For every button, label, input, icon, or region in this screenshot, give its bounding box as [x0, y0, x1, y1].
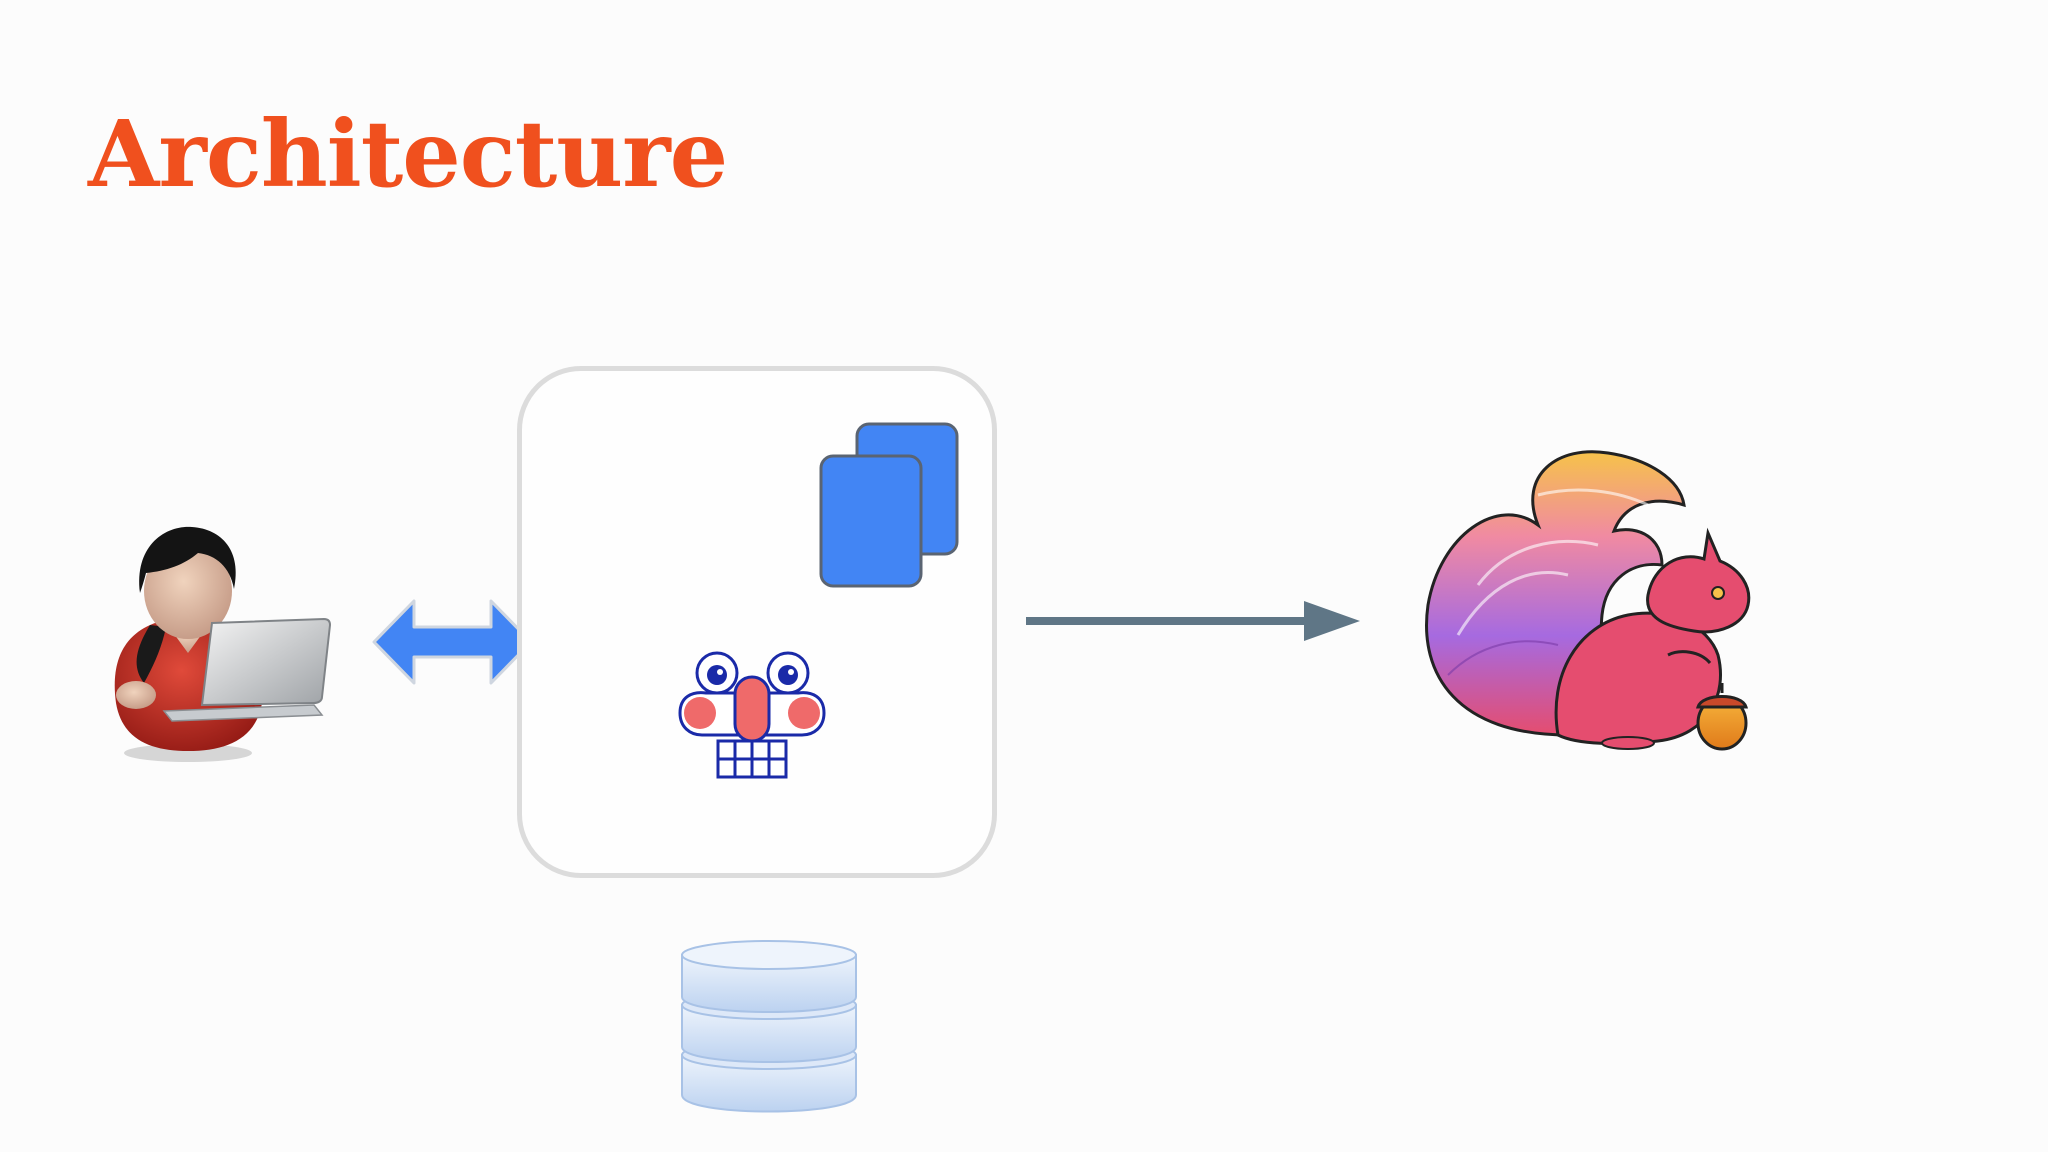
user-with-laptop-icon — [114, 526, 332, 762]
documents-icon — [819, 422, 959, 588]
arrow-to-flink-icon — [1026, 601, 1360, 641]
flink-squirrel-logo — [1425, 450, 1751, 751]
nutcracker-face-icon — [678, 651, 826, 779]
bidirectional-arrow-icon — [372, 599, 533, 685]
database-icon — [681, 940, 857, 1113]
page-title: Architecture — [88, 100, 728, 208]
